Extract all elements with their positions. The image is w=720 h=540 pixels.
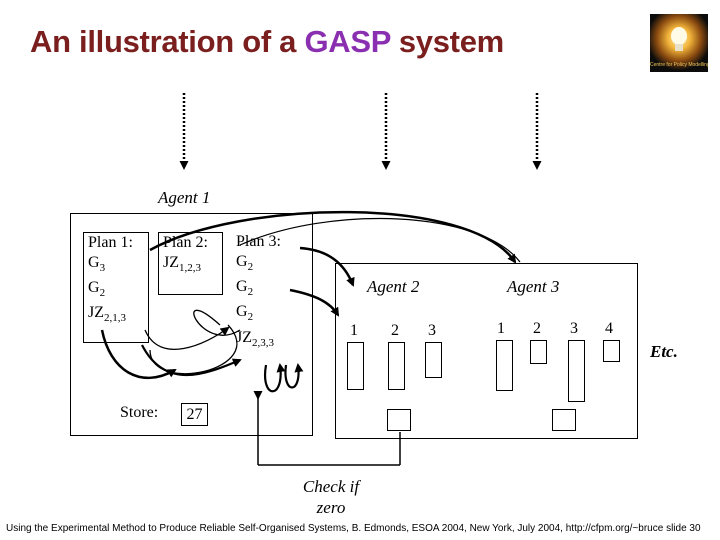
check-if-zero-label: Check if zero [296, 476, 366, 518]
plan1-line: G3 [88, 254, 106, 275]
agent2-stack-3 [425, 342, 442, 378]
store-label: Store: [120, 404, 159, 421]
agent3-col-4: 4 [605, 320, 613, 337]
agent1-box [70, 213, 313, 436]
check-line1: Check if [302, 477, 360, 496]
loop-g2-b [284, 363, 304, 389]
agent3-col-3: 3 [570, 320, 578, 337]
store-value: 27 [181, 403, 208, 426]
plan1-line: JZ2,1,3 [88, 304, 126, 325]
agent2-col-2: 2 [391, 322, 399, 339]
etc-label: Etc. [650, 342, 678, 361]
agent3-stack-1 [496, 340, 513, 391]
plan1-line: G2 [88, 279, 106, 300]
plan2-heading: Plan 2: [163, 234, 208, 251]
arc-plan3-to-agent2a [299, 246, 355, 287]
lightbulb-icon [650, 14, 708, 72]
footer-citation: Using the Experimental Method to Produce… [6, 523, 701, 534]
plan3-line: G2 [236, 253, 254, 274]
page-title: An illustration of a GASP system [30, 24, 504, 60]
plan1-heading: Plan 1: [88, 234, 133, 251]
agent2-stack-1 [347, 342, 364, 390]
logo: Centre for Policy Modelling [650, 14, 708, 72]
plan3-line: G2 [236, 278, 254, 299]
check-line2: zero [316, 498, 346, 517]
agent3-stack-2 [530, 340, 547, 364]
plan3-heading: Plan 3: [236, 233, 281, 250]
agent3-stack-4 [603, 340, 620, 362]
agent2-stack-2 [388, 342, 405, 390]
title-highlight: GASP [304, 24, 391, 59]
loop-plan1-down [100, 329, 177, 380]
agent1-plan1: Plan 1: G3 G2 JZ2,1,3 [83, 232, 149, 343]
arc-plan3-to-agent3 [239, 217, 521, 263]
agent1-label: Agent 1 [158, 188, 211, 207]
agent2-label: Agent 2 [367, 277, 420, 296]
arc-plan1-bottom [141, 344, 242, 377]
plan3-line: G2 [236, 303, 254, 324]
loop-plan2-store [193, 309, 241, 336]
agents-2-3-box [335, 263, 638, 439]
plan2-line: JZ1,2,3 [163, 254, 201, 275]
logo-caption: Centre for Policy Modelling [650, 62, 708, 68]
title-prefix: An illustration of a [30, 24, 305, 59]
agent2-col-3: 3 [428, 322, 436, 339]
loop-plan1-to-plan3 [144, 326, 230, 350]
loop-g2-a [263, 363, 286, 393]
title-suffix: system [390, 24, 504, 59]
agent2-store [387, 409, 411, 431]
agent1-plan3: Plan 3: G2 G2 G2 JZ2,3,3 [236, 232, 306, 353]
plan3-line: JZ2,3,3 [236, 328, 274, 349]
agent1-plan2: Plan 2: JZ1,2,3 [158, 232, 223, 295]
agent3-col-1: 1 [497, 320, 505, 337]
agent3-col-2: 2 [533, 320, 541, 337]
agent2-col-1: 1 [350, 322, 358, 339]
agent3-stack-3 [568, 340, 585, 402]
agent3-label: Agent 3 [507, 277, 560, 296]
agent3-store [552, 409, 576, 431]
